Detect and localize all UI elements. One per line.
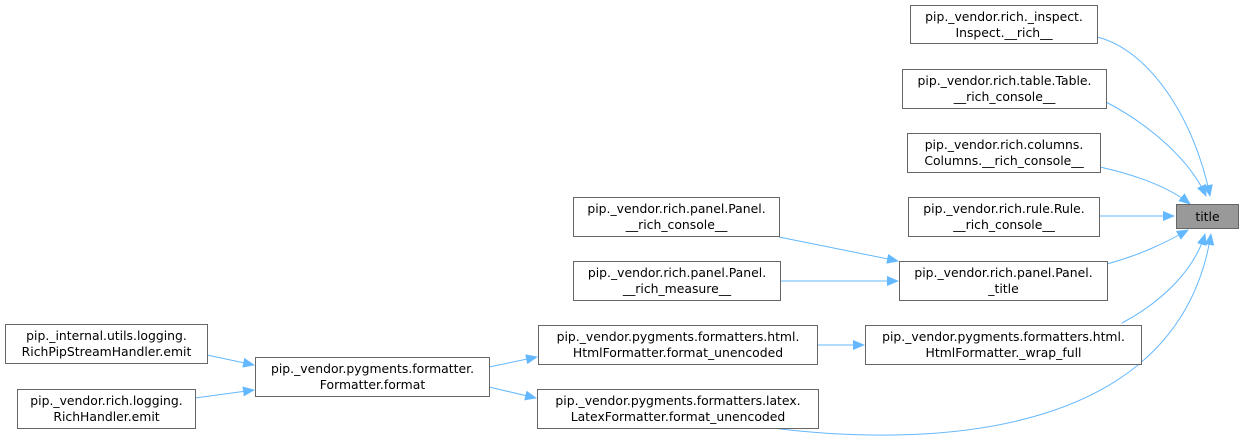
node-line-1: pip._vendor.rich.rule.Rule. [923, 201, 1085, 216]
node-line-1: pip._vendor.rich.table.Table. [917, 73, 1092, 88]
node-richpip-emit[interactable]: pip._internal.utils.logging. RichPipStre… [5, 324, 208, 364]
node-line-1: pip._vendor.pygments.formatters.html. [556, 329, 800, 344]
edge-inspect-to-title [1096, 36, 1213, 197]
node-html-wrap-full[interactable]: pip._vendor.pygments.formatters.html. Ht… [865, 325, 1142, 365]
edge-panelconsole-to-paneltitle [778, 236, 899, 264]
node-line-2: __rich_console__ [625, 217, 728, 232]
edge-columns-to-title [1099, 166, 1191, 205]
node-latex-format-unencoded[interactable]: pip._vendor.pygments.formatters.latex. L… [537, 389, 819, 429]
edge-table-to-title [1105, 101, 1207, 197]
node-line-2: Columns.__rich_console__ [924, 153, 1084, 168]
node-table-rich-console[interactable]: pip._vendor.rich.table.Table. __rich_con… [902, 69, 1107, 109]
node-inspect-rich[interactable]: pip._vendor.rich._inspect. Inspect.__ric… [910, 5, 1098, 44]
node-line-1: pip._vendor.rich.panel.Panel. [587, 201, 766, 216]
node-line-2: LatexFormatter.format_unencoded [570, 409, 786, 424]
node-rule-rich-console[interactable]: pip._vendor.rich.rule.Rule. __rich_conso… [908, 197, 1100, 237]
node-line-2: RichPipStreamHandler.emit [21, 344, 192, 359]
node-line-2: __rich_console__ [953, 89, 1056, 104]
edge-formatter-to-latexunenc [488, 386, 537, 401]
node-line-2: RichHandler.emit [53, 409, 160, 424]
edge-latex-to-title [771, 233, 1215, 436]
node-columns-rich-console[interactable]: pip._vendor.rich.columns. Columns.__rich… [907, 133, 1101, 173]
node-line-1: pip._vendor.rich._inspect. [925, 8, 1083, 24]
node-title-label: title [1195, 208, 1220, 224]
node-line-1: pip._vendor.rich.panel.Panel. [914, 265, 1093, 280]
node-line-2: HtmlFormatter.format_unencoded [572, 345, 784, 360]
edge-wrapfull-to-title [1121, 233, 1207, 324]
node-line-1: pip._vendor.pygments.formatters.latex. [555, 393, 801, 408]
node-html-format-unencoded[interactable]: pip._vendor.pygments.formatters.html. Ht… [538, 325, 818, 365]
node-line-2: HtmlFormatter._wrap_full [925, 345, 1082, 360]
node-richhandler-emit[interactable]: pip._vendor.rich.logging. RichHandler.em… [17, 389, 196, 429]
node-line-1: pip._vendor.pygments.formatter. [270, 361, 475, 376]
node-panel-title[interactable]: pip._vendor.rich.panel.Panel. _title [899, 261, 1108, 301]
node-formatter-format[interactable]: pip._vendor.pygments.formatter. Formatte… [255, 357, 490, 397]
node-panel-rich-console[interactable]: pip._vendor.rich.panel.Panel. __rich_con… [573, 197, 780, 237]
node-line-1: pip._vendor.rich.logging. [30, 393, 183, 408]
node-line-2: _title [988, 281, 1019, 296]
node-line-2: Formatter.format [319, 377, 426, 392]
node-line-1: pip._vendor.rich.panel.Panel. [587, 265, 767, 280]
node-line-1: pip._vendor.pygments.formatters.html. [882, 329, 1125, 344]
node-line-1: pip._internal.utils.logging. [26, 328, 187, 343]
node-title: title [1176, 204, 1239, 229]
edge-paneltitle-to-title [1106, 229, 1189, 265]
node-panel-rich-measure[interactable]: pip._vendor.rich.panel.Panel. __rich_mea… [573, 261, 781, 301]
node-line-2: __rich_measure__ [622, 281, 732, 296]
node-line-2: Inspect.__rich__ [955, 24, 1053, 40]
edge-richhandler-to-formatter [194, 386, 255, 399]
edge-richpip-to-formatter [206, 354, 255, 368]
node-line-2: __rich_console__ [953, 217, 1055, 232]
edge-formatter-to-htmlunenc [488, 354, 538, 368]
node-line-1: pip._vendor.rich.columns. [924, 137, 1084, 152]
